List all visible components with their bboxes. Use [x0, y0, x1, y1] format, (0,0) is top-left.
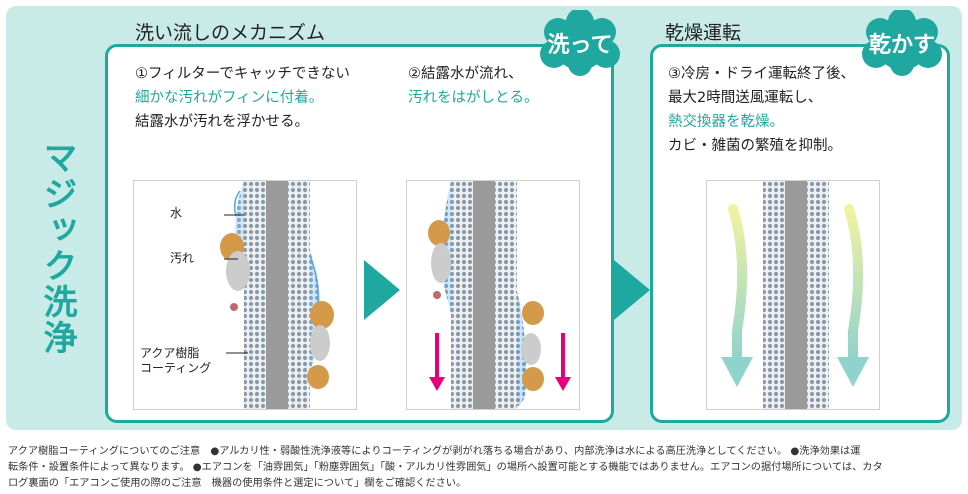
curved-arrow-down-icon [837, 204, 869, 387]
step-3-text: ③冷房・ドライ運転終了後、 最大2時間送風運転し、 熱交換器を乾燥。 カビ・雑菌… [668, 62, 938, 158]
diagram-coating [133, 180, 357, 410]
step-2-line-1: ②結露水が流れ、 [408, 66, 523, 82]
step-2-text: ②結露水が流れ、 汚れをはがしとる。 [408, 62, 608, 110]
fin-cross-section-2 [428, 181, 571, 409]
diagram-peel [406, 180, 580, 410]
step-1-line-3: 結露水が汚れを浮かせる。 [135, 114, 309, 130]
footnote-line-2: 転条件・設置条件によって異なります。 ●エアコンを「油雰囲気」「粉塵雰囲気」「酸… [8, 462, 883, 473]
diagram-dry [706, 180, 880, 410]
heading-mechanism: 洗い流しのメカニズム [135, 22, 326, 44]
step-3-line-1: ③冷房・ドライ運転終了後、 [668, 66, 855, 82]
step-1-line-1: ①フィルターでキャッチできない [135, 66, 350, 82]
chevron-right-icon [614, 260, 650, 320]
label-coating-line-1: アクア樹脂 [140, 346, 200, 360]
label-coating: アクア樹脂 コーティング [140, 346, 211, 376]
footnotes: アクア樹脂コーティングについてのご注意 ●アルカリ性・弱酸性洗浄液等によりコーテ… [8, 444, 962, 492]
chevron-right-icon [364, 260, 400, 320]
cloud-badge-icon [540, 8, 620, 76]
label-water: 水 [170, 206, 183, 220]
footnote-line-1: アクア樹脂コーティングについてのご注意 ●アルカリ性・弱酸性洗浄液等によりコーテ… [8, 446, 861, 457]
badge-dry: 乾かす [860, 8, 944, 76]
badge-dry-label: 乾かす [868, 33, 935, 58]
curved-arrow-down-icon [721, 204, 753, 387]
label-dirt: 汚れ [170, 251, 195, 265]
label-coating-line-2: コーティング [140, 361, 212, 375]
step-3-line-4: カビ・雑菌の繁殖を抑制。 [668, 138, 842, 154]
cloud-badge-icon [862, 8, 942, 76]
step-3-line-3: 熱交換器を乾燥。 [668, 114, 784, 130]
badge-wash: 洗って [538, 8, 622, 76]
badge-wash-label: 洗って [547, 33, 613, 58]
step-1-line-2: 細かな汚れがフィンに付着。 [135, 90, 324, 106]
step-1-text: ①フィルターでキャッチできない 細かな汚れがフィンに付着。 結露水が汚れを浮かせ… [135, 62, 395, 134]
fin-cross-section-3 [721, 181, 869, 409]
heading-drying: 乾燥運転 [665, 22, 742, 44]
fin-cross-section-1 [220, 181, 334, 409]
arrow-down-icon [555, 333, 571, 391]
step-3-line-2: 最大2時間送風運転し、 [668, 90, 823, 106]
arrow-down-icon [429, 333, 445, 391]
footnote-line-3: ログ裏面の「エアコンご使用の際のご注意 機器の使用条件と選定について」欄をご確認… [8, 478, 467, 489]
step-2-line-2: 汚れをはがしとる。 [408, 90, 539, 106]
side-title: マジック洗浄 [37, 140, 77, 356]
